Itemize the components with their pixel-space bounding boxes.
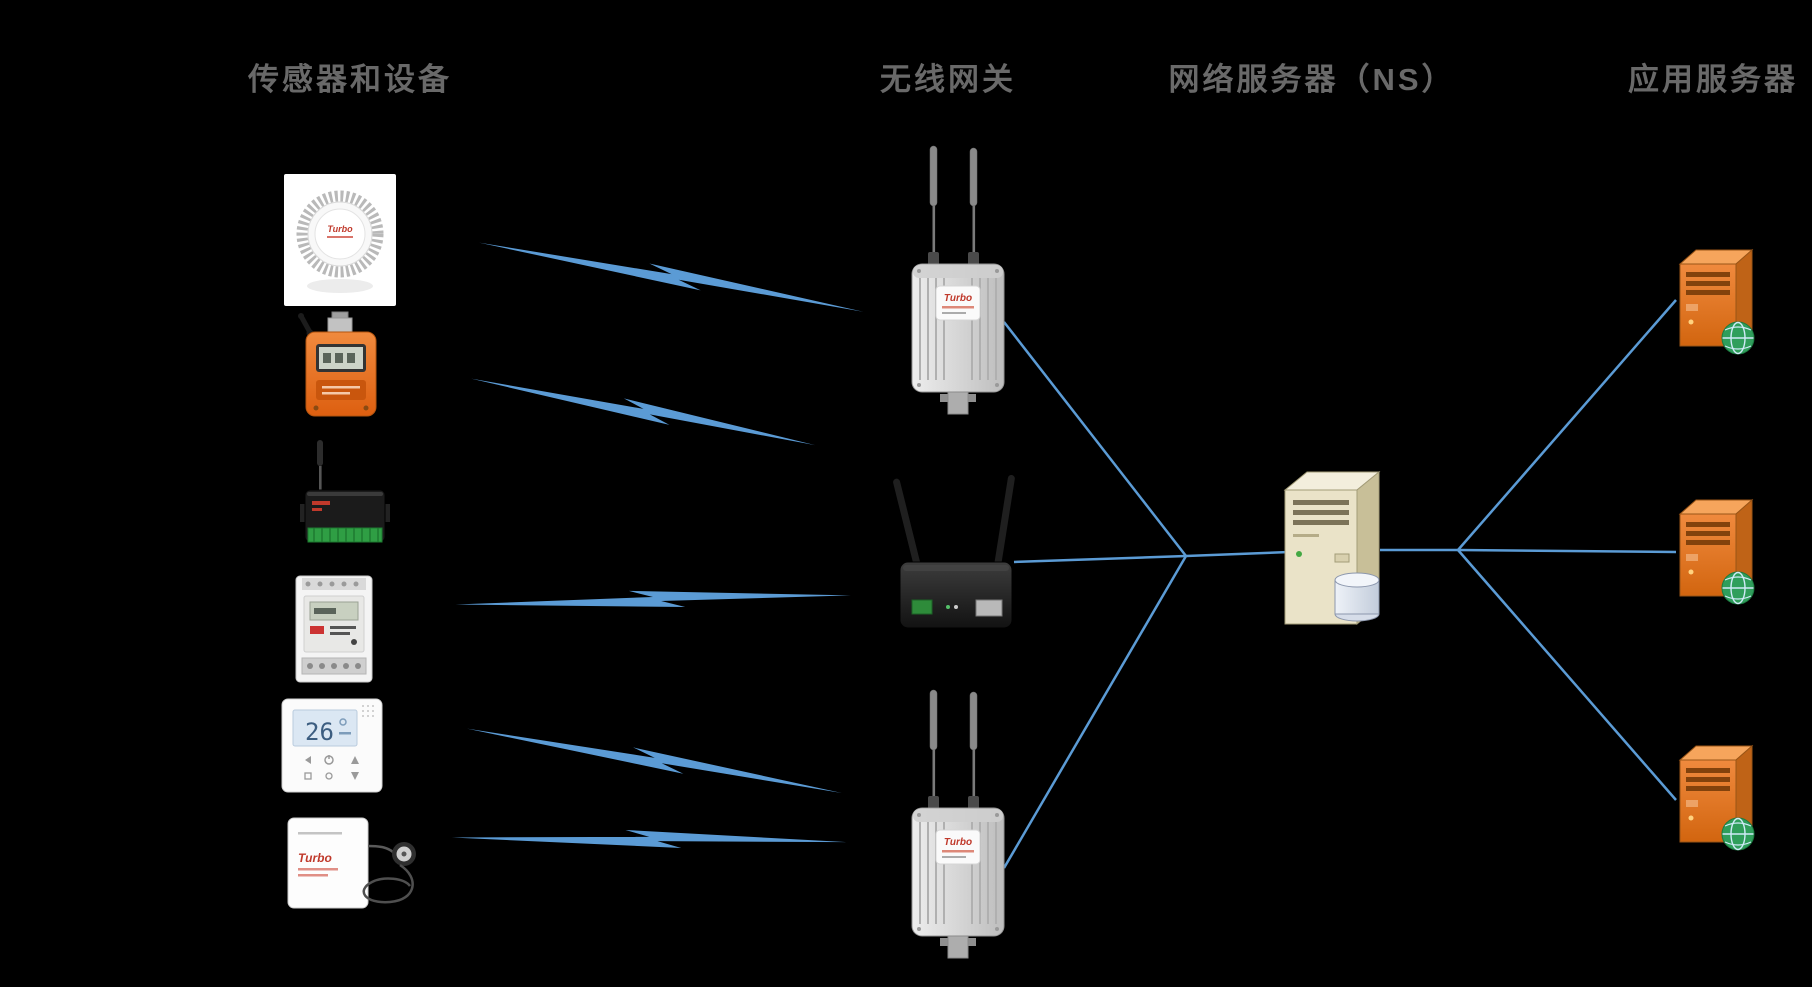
database-cylinder-icon [1334, 572, 1380, 622]
application-server-1-icon [1679, 249, 1755, 355]
outdoor-lora-gateway-bottom-icon [911, 689, 1005, 959]
heading-network-server: 网络服务器（NS） [1168, 62, 1456, 97]
heading-gateways: 无线网关 [880, 62, 1016, 97]
router-antenna-left [893, 478, 921, 567]
router-antenna-right [994, 475, 1015, 566]
gas-detector-icon [298, 311, 377, 417]
router-terminal [911, 599, 933, 615]
rtu-datalogger-icon [300, 440, 390, 543]
bolt-sensor-to-gateway [451, 824, 848, 854]
rtu-antenna [317, 440, 323, 466]
gateway-to-ns-lines [1002, 321, 1290, 869]
thermostat-icon: 26 [281, 698, 383, 793]
bolt-smoke-to-gateway [476, 239, 866, 314]
bolt-thermostat-to-gateway [464, 725, 845, 795]
wireless-sensor-brand: Turbo [298, 851, 332, 865]
sensor-cable-loop [362, 863, 414, 904]
heading-sensors: 传感器和设备 [248, 62, 452, 97]
heading-app-servers: 应用服务器 [1628, 62, 1798, 97]
smoke-detector-icon: Turbo [284, 174, 396, 306]
bolt-gas-to-gateway [468, 375, 818, 447]
smoke-detector-brand: Turbo [327, 224, 353, 234]
ns-to-appserver-lines [1380, 299, 1677, 801]
wireless-probe-sensor-icon: Turbo [287, 817, 416, 909]
application-server-3-icon [1679, 745, 1755, 851]
router-ethernet-port [975, 599, 1003, 617]
thermostat-temperature: 26 [305, 718, 334, 746]
application-server-2-icon [1679, 499, 1755, 605]
rtu-terminal-block [307, 527, 383, 543]
indoor-router-gateway-icon [893, 475, 1015, 629]
wireless-link-bolts [451, 239, 866, 854]
din-rail-energy-meter-icon [295, 575, 373, 683]
bolt-meter-to-router [455, 577, 851, 621]
outdoor-lora-gateway-top-icon [911, 145, 1005, 415]
network-server-database-icon [1283, 470, 1381, 626]
